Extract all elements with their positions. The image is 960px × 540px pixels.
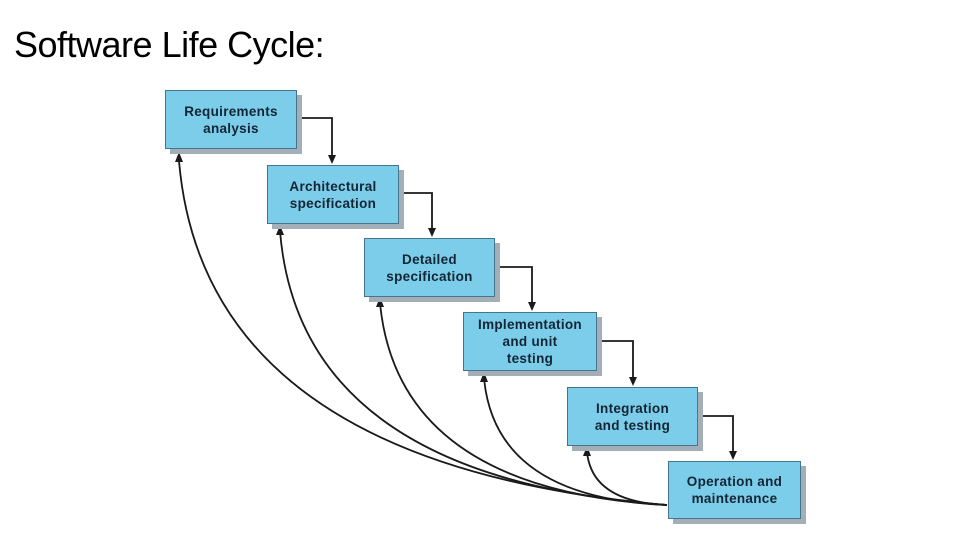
- forward-arrow-detailed-to-implementation: [495, 266, 536, 311]
- arrow-up-icon: [175, 152, 183, 162]
- feedback-arrow-operation-to-detailed: [376, 297, 668, 506]
- feedback-arrow-operation-to-integration: [583, 446, 668, 506]
- arrow-up-icon: [376, 297, 384, 307]
- stage-box-detailed-specification: Detailed specification: [364, 238, 495, 297]
- forward-arrow-implementation-to-integration: [597, 340, 637, 386]
- arrow-up-icon: [276, 225, 284, 235]
- arrow-down-icon: [428, 228, 436, 237]
- stage-label: Requirements analysis: [184, 103, 278, 136]
- stage-label: Integration and testing: [594, 400, 671, 433]
- stage-label: Implementation and unit testing: [478, 317, 582, 366]
- stage-box-architectural-specification: Architectural specification: [267, 165, 399, 224]
- arrow-down-icon: [629, 377, 637, 386]
- stage-box-operation-maintenance: Operation and maintenance: [668, 461, 801, 519]
- arrow-down-icon: [729, 451, 737, 460]
- forward-arrow-integration-to-operation: [698, 415, 737, 460]
- arrow-down-icon: [328, 155, 336, 164]
- arrow-down-icon: [528, 302, 536, 311]
- stage-box-integration-testing: Integration and testing: [567, 387, 698, 446]
- forward-arrow-requirements-to-architectural: [297, 117, 336, 164]
- arrow-up-icon: [480, 372, 488, 382]
- stage-box-implementation-unit-testing: Implementation and unit testing: [463, 312, 597, 371]
- forward-arrow-architectural-to-detailed: [399, 192, 436, 237]
- stage-label: Architectural specification: [289, 178, 377, 211]
- stage-box-requirements-analysis: Requirements analysis: [165, 90, 297, 149]
- stage-label: Detailed specification: [386, 251, 473, 284]
- stage-label: Operation and maintenance: [686, 474, 783, 506]
- page-title: Software Life Cycle:: [14, 24, 325, 65]
- feedback-arrow-operation-to-implementation: [480, 372, 668, 506]
- arrow-up-icon: [583, 446, 591, 456]
